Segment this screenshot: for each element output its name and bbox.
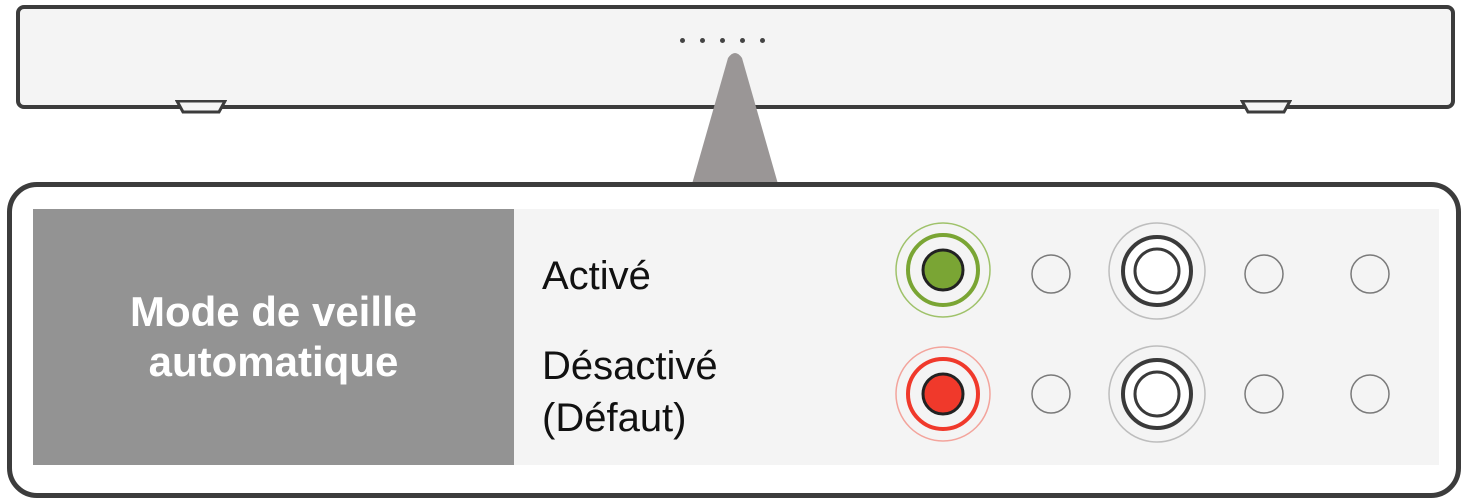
setting-label-box: Mode de veille automatique xyxy=(33,209,514,465)
small-button-icon xyxy=(1243,373,1285,415)
small-button-icon xyxy=(1030,373,1072,415)
indicator-dot xyxy=(700,38,705,43)
small-button-icon xyxy=(1349,373,1391,415)
indicator-dot xyxy=(680,38,685,43)
large-button-icon xyxy=(1107,344,1207,444)
device-foot-left xyxy=(175,100,227,114)
led-indicator-icon xyxy=(894,221,992,319)
option-label-on: Activé xyxy=(542,254,651,298)
indicator-dot xyxy=(720,38,725,43)
option-label-off: Désactivé (Défaut) xyxy=(542,340,862,444)
options-box xyxy=(514,209,1439,465)
small-button-icon xyxy=(1349,253,1391,295)
device-foot-right xyxy=(1240,100,1292,114)
led-indicator-icon xyxy=(894,345,992,443)
indicator-dots xyxy=(680,38,765,43)
indicator-dot xyxy=(760,38,765,43)
large-button-icon xyxy=(1107,221,1207,321)
small-button-icon xyxy=(1243,253,1285,295)
small-button-icon xyxy=(1030,253,1072,295)
indicator-dot xyxy=(740,38,745,43)
option-label-off-text: Désactivé (Défaut) xyxy=(542,344,718,440)
setting-name: Mode de veille automatique xyxy=(129,287,418,385)
callout-pointer xyxy=(690,48,780,189)
led-outer-ring xyxy=(895,222,991,318)
